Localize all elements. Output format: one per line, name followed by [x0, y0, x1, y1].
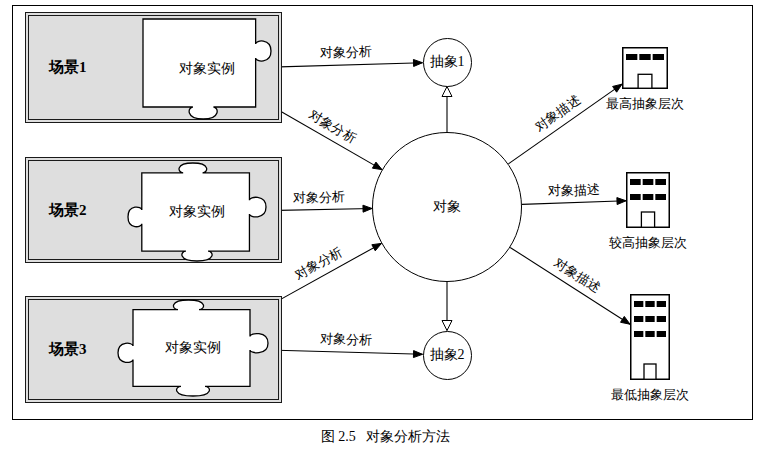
node-text: 抽象2: [430, 346, 465, 364]
arrow-head: [413, 351, 422, 358]
scene-box: 场景2 对象实例: [25, 157, 282, 263]
connector: [442, 87, 452, 133]
building-window: [657, 301, 666, 307]
building-door: [641, 212, 654, 227]
object-instance-piece: 对象实例: [128, 163, 266, 261]
node-text: 抽象1: [430, 53, 465, 71]
edge-label: 对象描述: [545, 182, 601, 199]
building-window: [657, 331, 666, 337]
building-window: [634, 316, 643, 322]
object-circle: 抽象2: [423, 331, 472, 380]
connector-line: [508, 84, 622, 164]
abstraction-level-building: 较高抽象层次: [626, 172, 670, 228]
building-window: [643, 194, 654, 200]
arrow-head: [372, 162, 382, 170]
node-text: 最低抽象层次: [611, 386, 689, 404]
frame-border: [13, 6, 753, 420]
connector: [271, 106, 382, 170]
puzzle-path: [118, 300, 268, 396]
arrow-head: [363, 205, 372, 212]
object-instance-piece: 对象实例: [143, 19, 271, 119]
building-door: [644, 364, 656, 379]
arrow-head: [617, 198, 626, 205]
object-instance-piece: 对象实例: [118, 300, 268, 396]
edge-label: 对象描述: [531, 92, 585, 136]
node-text: 场景2: [49, 201, 87, 220]
building-door: [638, 74, 652, 88]
connector-line: [522, 201, 626, 205]
edge-label: 对象分析: [291, 190, 347, 206]
node-text: 对象实例: [179, 60, 235, 78]
arrow-head: [621, 316, 630, 324]
connector: [508, 84, 622, 164]
building-window: [630, 194, 641, 200]
arrow-head: [413, 59, 422, 66]
arrow-head: [442, 87, 452, 97]
connector: [268, 243, 381, 306]
building-window: [645, 331, 654, 337]
building-window: [639, 54, 650, 60]
building-window: [626, 54, 637, 60]
building-window: [655, 179, 666, 185]
figure-caption: 图 2.5 对象分析方法: [0, 428, 771, 446]
object-circle: 对象: [372, 132, 522, 282]
building-icon: [630, 294, 670, 380]
building-icon: [626, 172, 670, 228]
building-window: [655, 194, 666, 200]
node-text: 场景1: [49, 58, 87, 77]
connector-line: [268, 243, 381, 306]
edge-label: 对象分析: [291, 244, 347, 284]
building-icon: [622, 47, 668, 89]
building-window: [657, 316, 666, 322]
building-outline: [631, 295, 670, 380]
edge-label: 对象描述: [549, 254, 604, 297]
connector-line: [271, 63, 423, 67]
connector: [442, 282, 452, 331]
connector: [271, 59, 423, 67]
building-window: [630, 179, 641, 185]
building-window: [645, 301, 654, 307]
building-window: [634, 301, 643, 307]
abstraction-level-building: 最高抽象层次: [622, 47, 668, 89]
abstraction-level-building: 最低抽象层次: [630, 294, 670, 380]
connector: [522, 198, 626, 205]
edge-label: 对象分析: [318, 45, 374, 62]
edge-label: 对象分析: [304, 107, 360, 148]
node-text: 较高抽象层次: [609, 234, 687, 252]
node-text: 场景3: [49, 340, 87, 359]
building-window: [645, 316, 654, 322]
puzzle-path: [143, 19, 271, 119]
edge-label: 对象分析: [317, 332, 373, 348]
object-circle: 抽象1: [423, 38, 472, 87]
connector: [510, 247, 630, 324]
puzzle-path: [128, 163, 266, 261]
building-window: [634, 331, 643, 337]
arrow-head: [372, 243, 382, 250]
node-text: 对象实例: [165, 339, 221, 357]
scene-box: 场景1 对象实例: [25, 12, 282, 123]
building-window: [643, 179, 654, 185]
node-text: 最高抽象层次: [606, 95, 684, 113]
connector: [268, 350, 423, 358]
scene-box: 场景3 对象实例: [25, 296, 282, 403]
arrow-head: [442, 321, 452, 331]
building-window: [653, 54, 664, 60]
building-outline: [627, 173, 670, 228]
connector-line: [268, 350, 423, 354]
connector-line: [510, 247, 630, 324]
building-outline: [623, 48, 668, 89]
arrow-head: [613, 84, 622, 92]
node-text: 对象: [433, 198, 461, 216]
connector-line: [271, 106, 382, 170]
node-text: 对象实例: [169, 203, 225, 221]
